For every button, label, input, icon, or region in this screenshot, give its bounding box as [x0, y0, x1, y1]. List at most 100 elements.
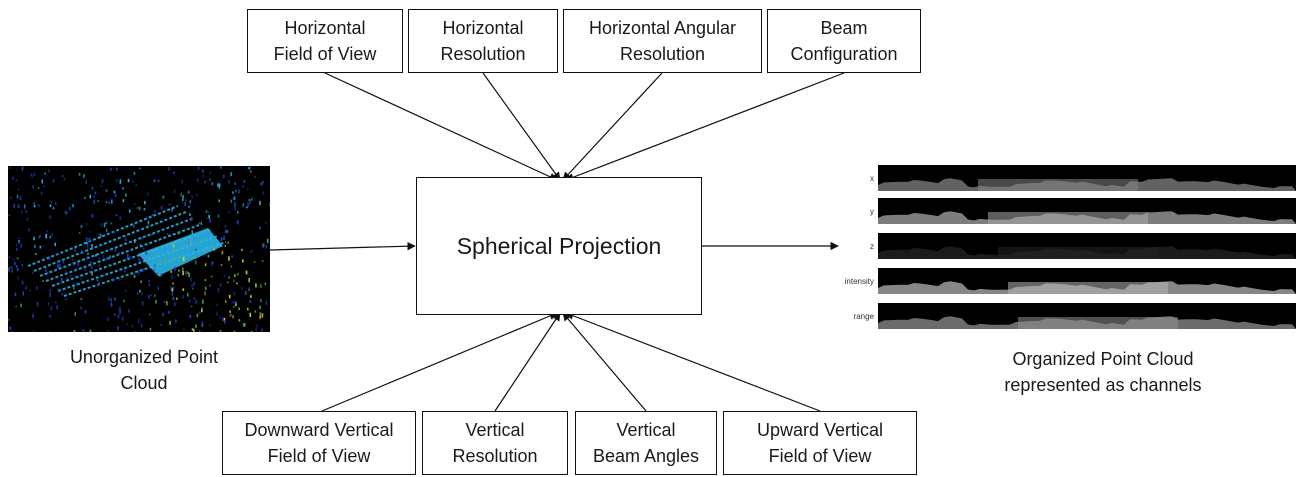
point	[47, 271, 49, 276]
point	[230, 265, 233, 268]
point	[172, 243, 175, 248]
point	[72, 204, 74, 208]
point	[157, 179, 160, 183]
point	[116, 167, 118, 171]
point	[269, 202, 270, 207]
point	[233, 279, 235, 283]
point	[133, 275, 136, 278]
box-horizontal-fov: Horizontal Field of View	[247, 9, 403, 73]
point	[39, 235, 41, 238]
point	[61, 175, 64, 177]
point	[58, 263, 61, 268]
point	[174, 257, 176, 260]
point	[242, 185, 244, 188]
point-streak	[51, 229, 211, 287]
point	[87, 279, 90, 281]
point	[10, 196, 12, 200]
point	[188, 272, 190, 278]
point	[16, 257, 19, 260]
point	[182, 241, 184, 245]
point	[163, 300, 166, 303]
point	[73, 263, 76, 266]
point	[218, 183, 221, 187]
point	[220, 264, 223, 267]
point	[147, 220, 150, 225]
point	[31, 175, 33, 178]
point	[119, 306, 121, 311]
point	[192, 287, 194, 290]
point	[213, 247, 216, 252]
point	[66, 211, 68, 215]
point-streak	[39, 217, 195, 277]
point	[56, 305, 58, 310]
point	[46, 230, 49, 233]
point	[8, 318, 10, 321]
point	[41, 180, 44, 184]
point	[100, 184, 103, 188]
point	[260, 284, 262, 288]
point	[184, 202, 186, 207]
point	[209, 324, 211, 327]
point	[127, 178, 130, 183]
point	[15, 244, 18, 246]
point	[36, 301, 39, 305]
point	[22, 291, 24, 296]
point	[15, 265, 18, 268]
arrow-from-vertical-beam-angles	[562, 312, 647, 412]
point	[50, 306, 53, 311]
point	[256, 324, 259, 327]
point	[49, 288, 51, 292]
channel-strip-y	[878, 198, 1296, 224]
point	[238, 189, 240, 194]
arrow-from-beam-configuration	[565, 72, 845, 182]
point	[254, 175, 256, 178]
point	[141, 269, 144, 272]
point	[217, 214, 220, 218]
point	[138, 270, 140, 275]
point	[185, 199, 187, 201]
point	[210, 275, 213, 278]
point	[223, 274, 226, 277]
point	[236, 210, 239, 214]
arrow-from-downward-vertical-fov	[321, 312, 558, 412]
point	[218, 199, 220, 203]
point	[154, 210, 156, 213]
point	[98, 233, 100, 236]
point	[125, 237, 127, 241]
point	[82, 329, 85, 332]
point	[49, 315, 51, 318]
point	[180, 192, 182, 197]
point	[198, 222, 200, 224]
point	[265, 245, 268, 249]
point	[32, 313, 34, 318]
point	[98, 264, 101, 267]
point	[205, 217, 208, 220]
point	[160, 206, 163, 210]
point	[76, 282, 78, 287]
point	[250, 170, 252, 173]
point	[55, 301, 57, 304]
point	[168, 259, 171, 262]
point	[121, 317, 124, 321]
point	[182, 195, 185, 198]
arrow-cloud-to-projection	[269, 242, 416, 251]
point	[234, 301, 237, 305]
point	[118, 277, 121, 281]
point	[105, 228, 108, 233]
point	[21, 280, 24, 285]
point	[85, 223, 88, 226]
point	[32, 271, 34, 275]
point	[173, 189, 176, 194]
point	[110, 304, 113, 307]
point	[19, 196, 22, 201]
point	[195, 248, 197, 251]
point	[173, 171, 175, 174]
point	[148, 294, 150, 299]
channel-strip-intensity	[878, 268, 1296, 294]
point	[123, 299, 125, 303]
point	[138, 258, 141, 263]
point	[32, 330, 35, 332]
point	[45, 267, 47, 272]
point	[187, 190, 190, 194]
point	[149, 313, 151, 316]
